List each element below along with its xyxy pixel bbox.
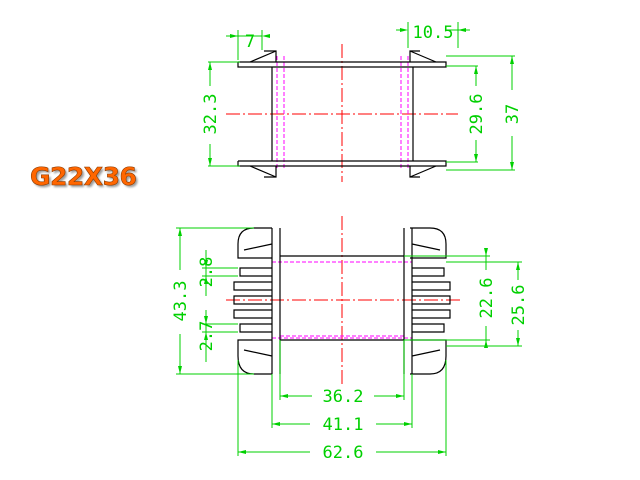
dim-core-height: 25.6 [509,285,529,326]
dim-inner-width: 36.2 [323,387,364,407]
dim-flange-right-width: 10.5 [413,23,454,43]
dim-flange-span-left: 32.3 [201,94,221,135]
front-view: 43.3 2.8 2.7 22.6 25.6 36.2 41.1 62.6 [171,216,529,463]
top-view-dimension-arrows [208,28,514,170]
front-view-center-lines [226,216,460,386]
top-view: 7 10.5 32.3 29.6 37 [201,22,523,182]
top-view-dimension-texts: 7 10.5 32.3 29.6 37 [201,23,523,134]
front-view-dimension-arrows [178,228,520,454]
model-title: G22X36 [30,162,137,192]
dim-core-width: 41.1 [323,415,364,435]
top-view-hidden-lines [276,56,409,170]
dim-total-width: 62.6 [323,443,364,463]
dim-flange-left-width: 7 [245,32,255,52]
dim-inner-span: 29.6 [467,94,487,135]
dim-pin-gap-bottom: 2.7 [197,321,217,352]
dim-pin-gap-top: 2.8 [197,257,217,288]
front-view-dimension-texts: 43.3 2.8 2.7 22.6 25.6 36.2 41.1 62.6 [171,257,529,463]
dim-total-span: 37 [503,104,523,124]
top-view-outline [237,50,447,178]
dim-window-height: 22.6 [477,278,497,319]
front-view-outline [233,227,451,375]
dim-total-height: 43.3 [171,281,191,322]
